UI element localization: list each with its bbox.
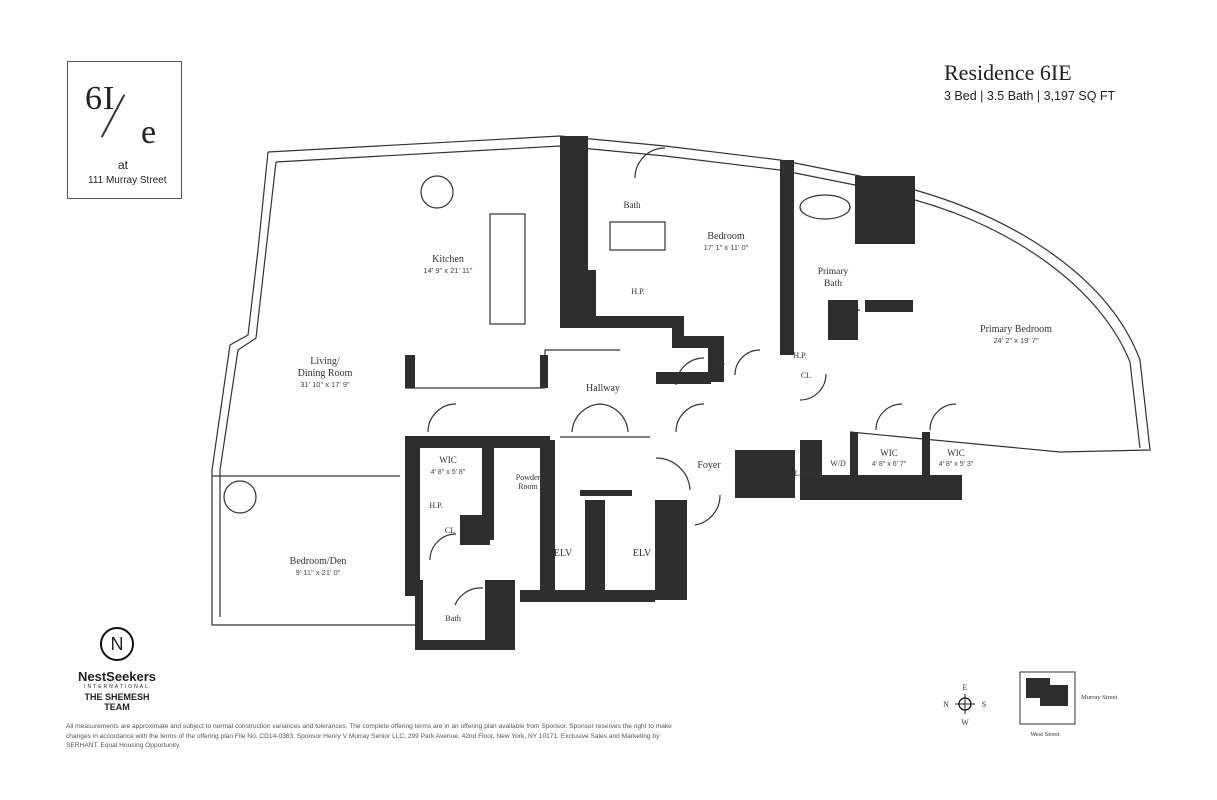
- hp-primary-label: H.P.: [793, 351, 806, 360]
- door-swing: [875, 403, 903, 431]
- laundry-label: Laundry: [794, 469, 821, 478]
- wic-right-dims: 4' 8" x 5' 3": [939, 461, 974, 468]
- hallway-label: Hallway: [586, 383, 620, 394]
- wic-mid-dims: 4' 8" x 6' 7": [872, 461, 907, 468]
- door-swing: [454, 587, 484, 606]
- elv1-label: ELV: [554, 548, 573, 559]
- wd-label: W/D: [830, 459, 846, 468]
- brand-logo: N NestSeekers INTERNATIONAL THE SHEMESH …: [72, 627, 162, 712]
- brand-monogram: N: [100, 627, 134, 661]
- brand-name: NestSeekers: [77, 669, 157, 684]
- door-swing: [734, 349, 761, 376]
- door-swing: [929, 403, 957, 431]
- kitchen-label: Kitchen: [432, 254, 464, 265]
- bath-den-label: Bath: [445, 613, 462, 623]
- brand-team: THE SHEMESH TEAM: [84, 692, 150, 712]
- soaking-tub: [799, 194, 851, 220]
- wic-left-label: WIC: [439, 455, 457, 465]
- living-dims: 31' 10" x 17' 9": [300, 380, 350, 389]
- bedroom-label: Bedroom: [707, 231, 744, 242]
- wic-mid-label: WIC: [880, 448, 898, 458]
- residence-title: Residence 6IE: [944, 60, 1072, 85]
- residence-subtitle: 3 Bed | 3.5 Bath | 3,197 SQ FT: [944, 89, 1116, 103]
- den-round-table: [223, 480, 257, 514]
- murray-street-label: Murray Street: [1081, 694, 1117, 701]
- door-swing: [694, 494, 721, 526]
- bedroom-den-dims: 9' 11" x 21' 0": [296, 568, 341, 577]
- exterior-wall-inner: [275, 145, 1141, 449]
- building-logo: 6I e at 111 Murray Street: [67, 61, 182, 199]
- kitchen-dims: 14' 9" x 21' 11": [424, 266, 473, 275]
- door-swing: [675, 403, 705, 433]
- logo-letter: e: [141, 114, 157, 151]
- cl-den-label: CL: [445, 526, 455, 535]
- living-label-1: Living/: [310, 356, 340, 367]
- powder-label-2: Room: [518, 482, 538, 491]
- exterior-wall: [267, 135, 1151, 453]
- wic-right-label: WIC: [947, 448, 965, 458]
- door-swing: [799, 373, 827, 401]
- living-label-2: Dining Room: [298, 368, 353, 379]
- structural-walls: [405, 136, 962, 650]
- hp-top-label: H.P.: [631, 287, 644, 296]
- elv2-label: ELV: [633, 548, 652, 559]
- disclaimer: All measurements are approximate and sub…: [66, 723, 672, 749]
- primary-bath-label-2: Bath: [824, 279, 842, 289]
- compass-west: W: [961, 718, 969, 727]
- kitchen-round-table: [420, 175, 454, 209]
- key-plan: Murray Street West Street: [1019, 671, 1117, 738]
- compass: E W N S: [943, 683, 986, 727]
- logo-address: 111 Murray Street: [88, 175, 167, 186]
- hp-den-label: H.P.: [429, 501, 442, 510]
- bedroom-den-label: Bedroom/Den: [290, 556, 347, 567]
- bedroom-dims: 17' 1" x 11' 0": [704, 243, 749, 252]
- primary-bath-label-1: Primary: [818, 267, 849, 277]
- compass-north: N: [943, 700, 949, 709]
- brand-intl: INTERNATIONAL: [84, 684, 150, 690]
- door-swing: [427, 403, 457, 433]
- powder-label-1: Powder: [516, 473, 541, 482]
- door-swing: [634, 147, 666, 179]
- door-swing: [655, 457, 691, 491]
- cl-hall-label: CL: [715, 358, 725, 367]
- cl-primary-label: CL: [801, 371, 811, 380]
- compass-south: S: [982, 700, 986, 709]
- west-wall-inner: [219, 161, 277, 617]
- kitchen-island: [489, 213, 526, 325]
- wic-left-dims: 4' 8" x 5' 8": [431, 469, 466, 476]
- logo-at: at: [118, 158, 129, 172]
- primary-bedroom-dims: 24' 2" x 19' 7": [993, 336, 1039, 345]
- compass-east: E: [963, 683, 968, 692]
- west-street-label: West Street: [1030, 731, 1060, 738]
- west-wall: [211, 151, 420, 626]
- primary-bedroom-label: Primary Bedroom: [980, 324, 1052, 335]
- foyer-label: Foyer: [697, 460, 721, 471]
- door-swing: [429, 533, 457, 561]
- bath-top-label: Bath: [624, 200, 641, 210]
- bathtub: [609, 221, 666, 251]
- logo-number: 6I: [85, 80, 116, 117]
- door-swing: [571, 403, 629, 433]
